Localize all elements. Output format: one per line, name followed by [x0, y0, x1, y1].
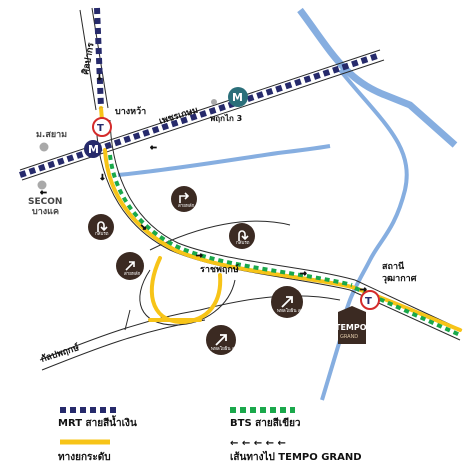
canal-south: [320, 339, 342, 401]
legend: MRT สายสีน้ำเงิน BTS สายสีเขียว ทางยกระด…: [58, 407, 362, 463]
river-main: [297, 7, 458, 148]
roads: [19, 7, 463, 371]
road-label-silom: ศิลปากร: [80, 42, 97, 76]
mrt-line: [19, 7, 381, 178]
station-label-wutthakat-1: สถานี: [382, 261, 405, 272]
route-arrow: ↓: [99, 173, 106, 182]
direction-badge: กลับรถ: [229, 223, 255, 249]
tempo-sub: GRAND: [340, 334, 358, 340]
elevated-road: [99, 106, 462, 332]
badge-text: สายหลัก: [178, 203, 195, 209]
tempo-name: TEMPO: [335, 323, 367, 332]
legend-mrt-label: MRT สายสีน้ำเงิน: [58, 415, 137, 429]
mrt-logo-icon: M: [88, 143, 99, 156]
route-arrow: →: [360, 285, 367, 294]
place-label-siam: ม.สยาม: [36, 130, 67, 140]
wutthakat-station[interactable]: T สถานี วุฒากาศ: [360, 261, 417, 310]
bts-logo-icon: T: [97, 123, 104, 134]
place-label-secon-2: บางแค: [32, 207, 59, 217]
bts-logo-icon: T: [365, 296, 372, 307]
route-arrows: ↓ ↓ ↘ → → → ← ←: [40, 73, 368, 295]
badge-text: พหลโยธิน สายหลัก: [211, 345, 249, 352]
badge-text: กลับรถ: [236, 240, 250, 246]
mrt-phuttha-marker[interactable]: M พฤกไก 3: [210, 87, 248, 123]
direction-badge: กลับรถ: [88, 214, 114, 240]
legend-route-arrows: ← ← ← ← ←: [230, 438, 286, 449]
mrt-logo-icon: M: [232, 91, 243, 104]
direction-badge: พหลโยธิน สายหลัก: [206, 325, 249, 355]
station-label-wutthakat-2: วุฒากาศ: [382, 274, 417, 284]
direction-badge: สายหลัก: [116, 252, 144, 280]
road-label-kanlapaphruek: กัลปพฤกษ์: [39, 341, 80, 365]
river: [117, 7, 458, 401]
place-siam[interactable]: ม.สยาม: [36, 130, 67, 152]
station-label-bang-wa: บางหว้า: [115, 106, 146, 117]
route-arrow: ↓: [96, 73, 103, 82]
route-arrow: →: [196, 251, 203, 260]
tempo-building-icon: [338, 306, 366, 344]
route-arrow: ←: [150, 143, 157, 152]
badge-text: พหลโยธิน สายหลัก: [277, 307, 315, 314]
canal-west: [117, 144, 331, 177]
legend-route-label: เส้นทางไป TEMPO GRAND: [230, 450, 362, 463]
route-arrow: →: [300, 269, 307, 278]
mrt-bang-wa-marker[interactable]: M: [84, 140, 102, 158]
direction-badge: สายหลัก: [171, 186, 197, 212]
turn-right-icon: [179, 192, 190, 203]
arrow-up-right-icon: [215, 334, 227, 346]
badge-text: กลับรถ: [95, 231, 109, 237]
tempo-grand-marker[interactable]: TEMPO GRAND: [335, 306, 367, 344]
u-turn-icon: [97, 221, 108, 232]
place-secon[interactable]: SECON บางแค: [28, 180, 62, 218]
place-label-secon-1: SECON: [28, 197, 62, 207]
direction-badge: พหลโยธิน สายหลัก: [271, 286, 315, 318]
legend-elevated-label: ทางยกระดับ: [58, 451, 111, 463]
u-turn-icon: [238, 230, 249, 241]
route-arrow: ↘: [140, 223, 147, 232]
station-label-phuttha: พฤกไก 3: [210, 113, 242, 123]
bang-wa-station[interactable]: T บางหว้า: [92, 106, 146, 137]
road-label-ratchaphruek: ราชพฤกษ์: [200, 263, 239, 275]
badge-text: สายหลัก: [124, 271, 141, 277]
legend-bts-label: BTS สายสีเขียว: [230, 417, 301, 429]
route-arrow: ←: [40, 188, 47, 197]
arrow-up-right-icon: [281, 296, 293, 308]
arrow-up-right-icon: [125, 261, 135, 271]
